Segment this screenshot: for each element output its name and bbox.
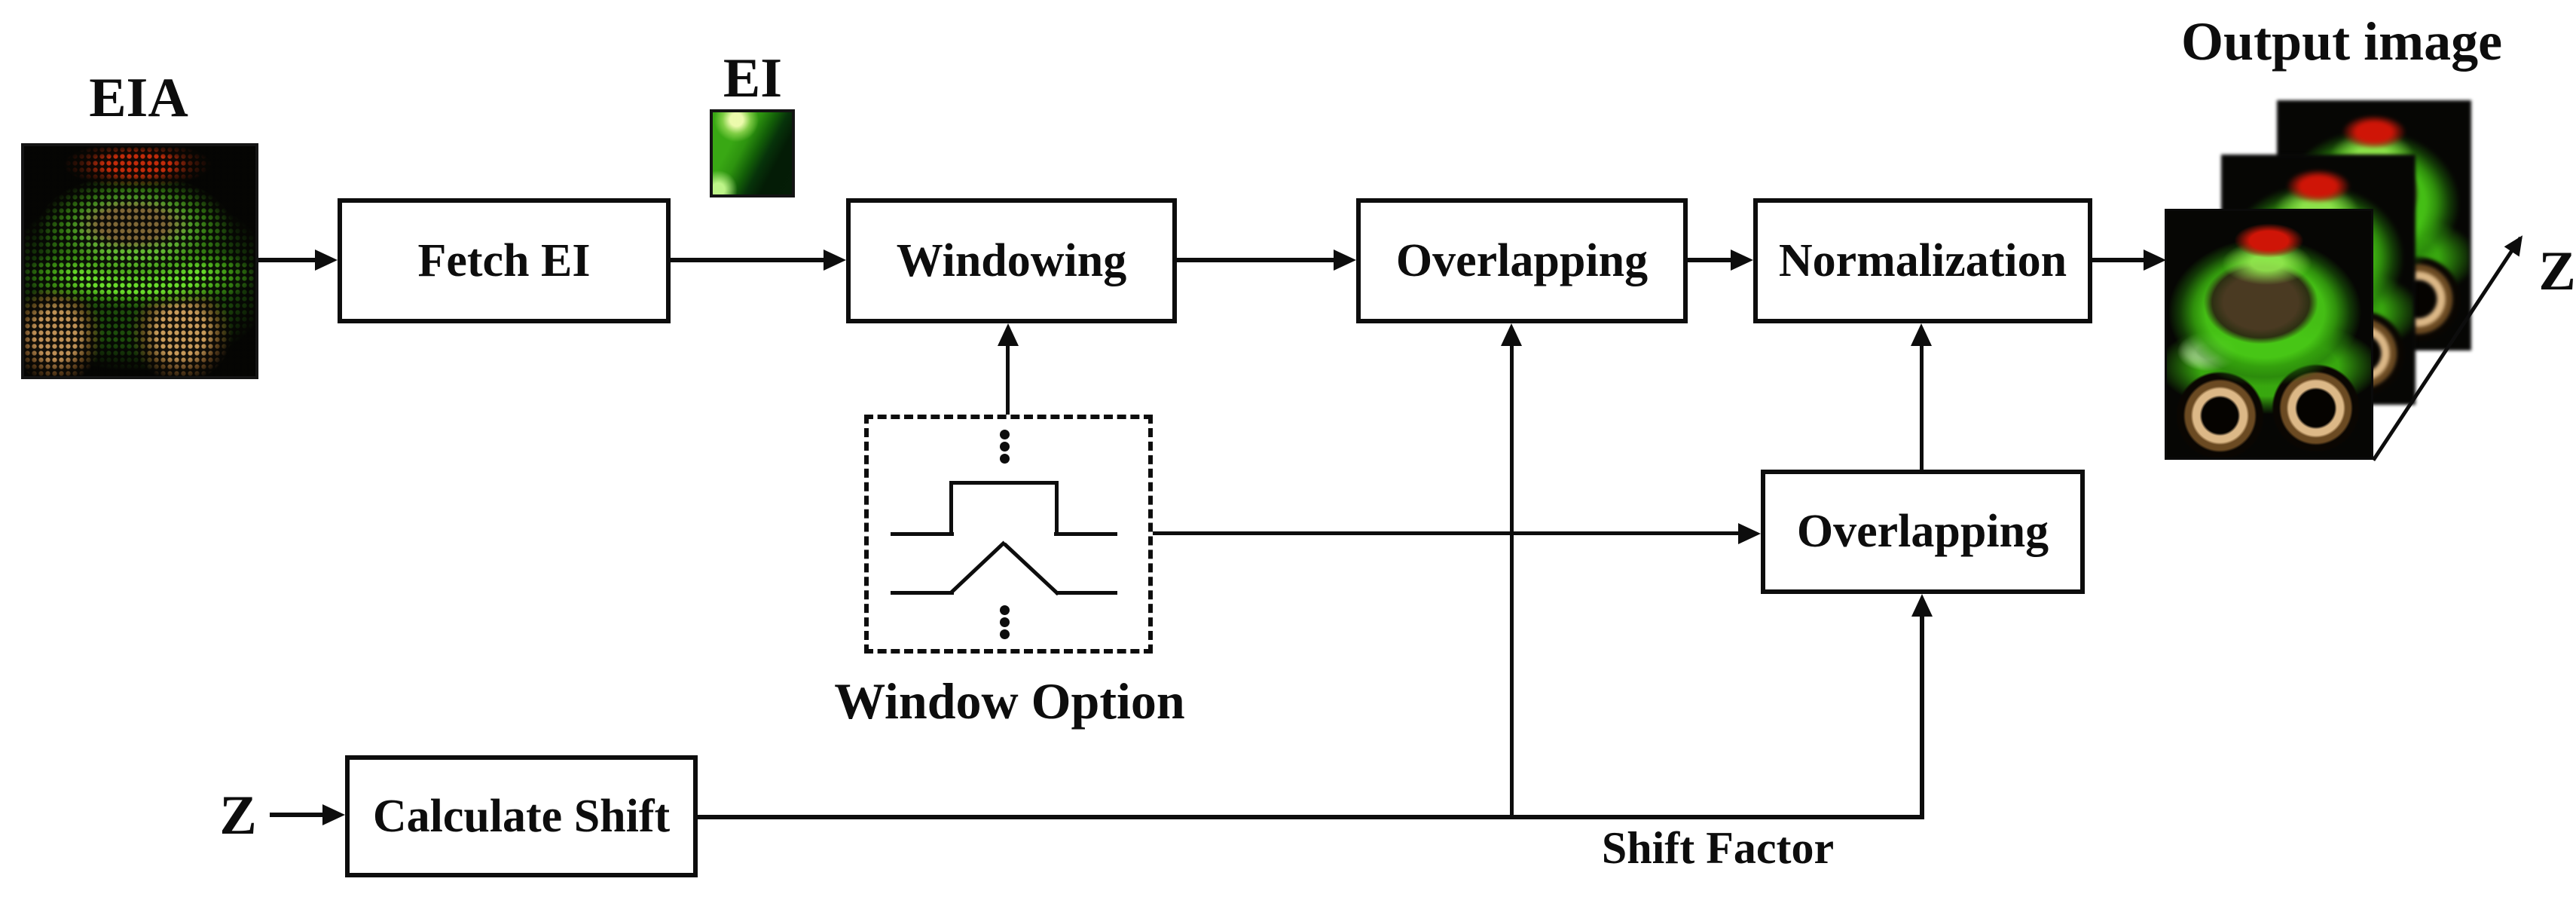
box-fetch-ei: Fetch EI (338, 198, 671, 323)
box-normalization: Normalization (1753, 198, 2092, 323)
shift-factor-label: Shift Factor (1601, 823, 1835, 873)
eia-label: EIA (89, 67, 188, 129)
window-option-group (864, 415, 1153, 654)
window-option-label: Window Option (834, 672, 1185, 730)
eia-image (21, 143, 258, 379)
box-windowing: Windowing (846, 198, 1177, 323)
ei-label: EI (723, 47, 783, 109)
z-axis-label: Z (2538, 240, 2576, 302)
box-calculate-shift: Calculate Shift (345, 755, 698, 877)
ei-image (710, 109, 795, 197)
output-image-front (2165, 209, 2373, 460)
box-overlapping-bottom: Overlapping (1761, 470, 2085, 594)
box-overlapping-top-text: Overlapping (1395, 234, 1649, 286)
output-image-label: Output image (2181, 11, 2503, 72)
box-fetch-ei-text: Fetch EI (417, 234, 591, 286)
z-input-label: Z (219, 785, 257, 846)
box-overlapping-bottom-text: Overlapping (1796, 506, 2049, 557)
box-normalization-text: Normalization (1778, 234, 2067, 286)
box-windowing-text: Windowing (896, 234, 1127, 286)
box-calculate-shift-text: Calculate Shift (372, 790, 671, 842)
box-overlapping-top: Overlapping (1356, 198, 1688, 323)
